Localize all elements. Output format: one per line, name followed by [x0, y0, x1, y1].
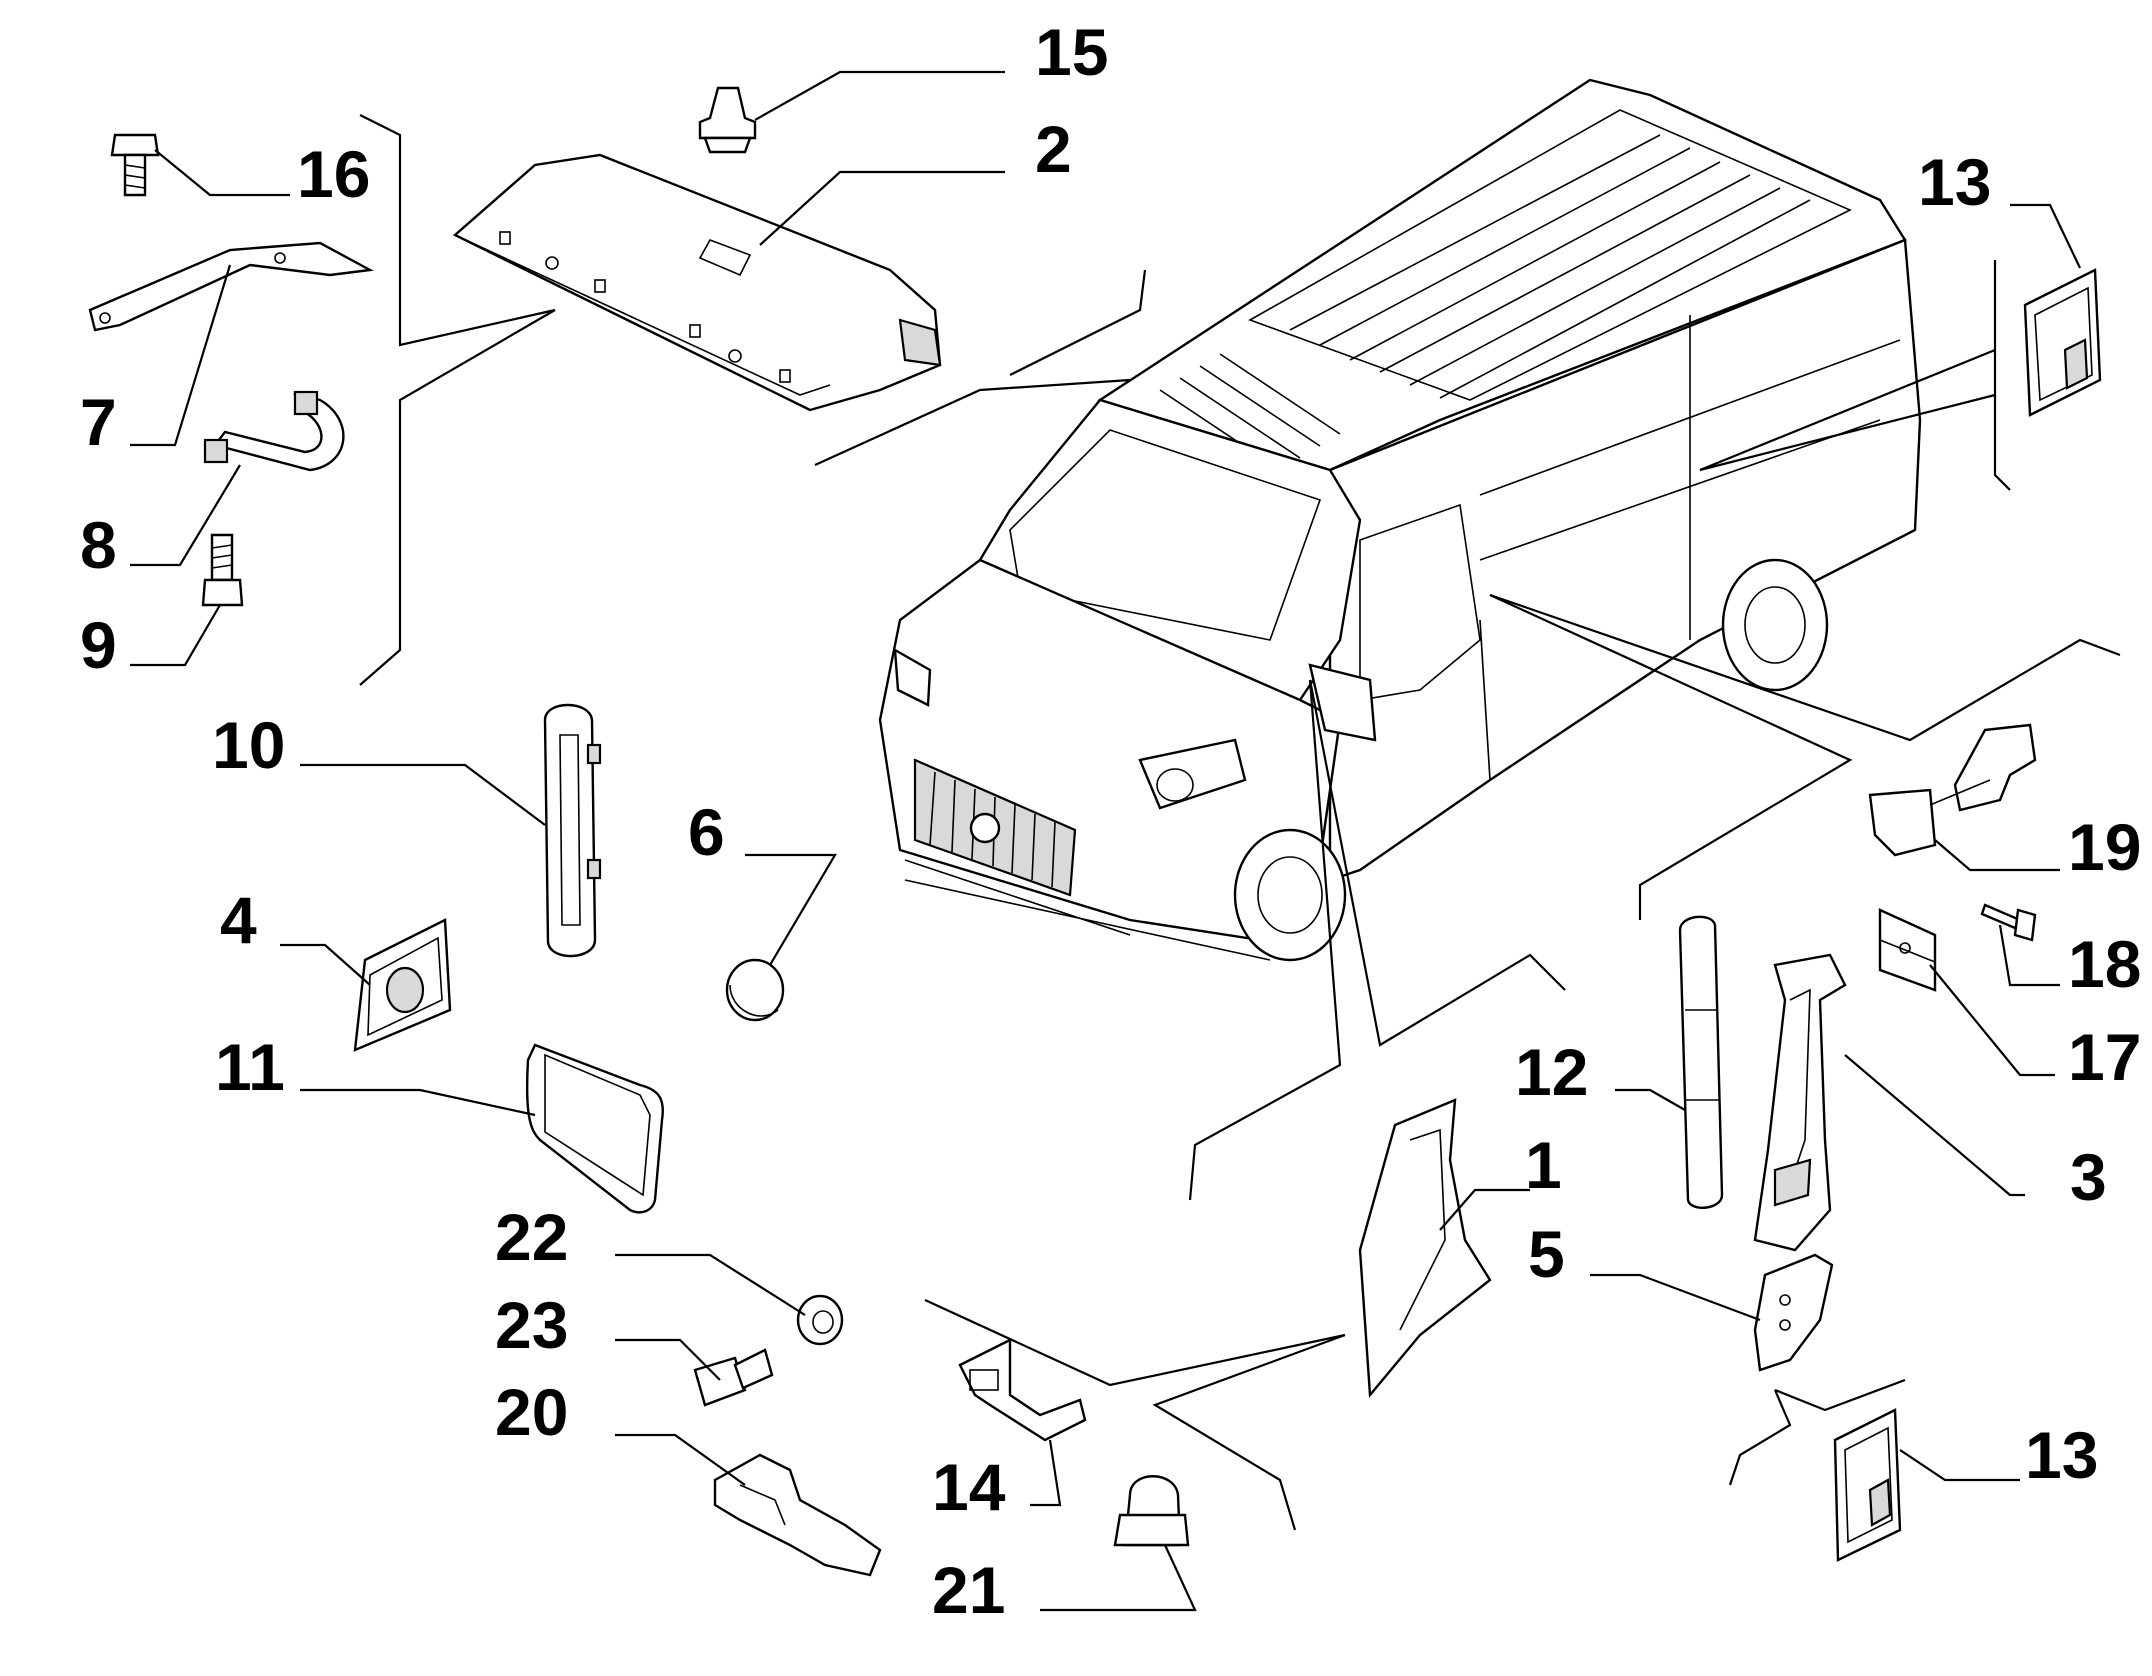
callout-4: 4: [220, 883, 257, 957]
callout-14: 14: [932, 1450, 1006, 1524]
callout-1: 1: [1525, 1128, 1562, 1202]
cover-part-13-lower: [1833, 1408, 1902, 1562]
callout-7: 7: [80, 385, 117, 459]
callout-8: 8: [80, 508, 117, 582]
bracket-part-14: [958, 1338, 1087, 1442]
panel-part-4: [353, 918, 452, 1052]
callout-19: 19: [2068, 810, 2141, 884]
grab-handle-part-8: [203, 390, 345, 472]
van-illustration: [878, 78, 1922, 962]
clip-part-21: [1113, 1475, 1190, 1547]
leader-lines: [130, 70, 2121, 1612]
pillar-trim-part-3: [1753, 953, 1847, 1252]
cap-part-6: [725, 958, 785, 1022]
bolt-part-16: [110, 133, 160, 197]
gasket-part-11: [525, 1043, 664, 1214]
callout-10: 10: [212, 708, 285, 782]
callout-15: 15: [1035, 15, 1108, 89]
callout-23: 23: [495, 1288, 568, 1362]
callout-5: 5: [1528, 1217, 1565, 1291]
callout-9: 9: [80, 608, 117, 682]
callout-21: 21: [932, 1553, 1005, 1627]
a-pillar-trim-part-1: [1358, 1098, 1492, 1399]
callout-2: 2: [1035, 112, 1072, 186]
callout-6: 6: [688, 795, 725, 869]
callout-17: 17: [2068, 1020, 2141, 1094]
clip-bracket-part-20: [713, 1453, 882, 1577]
callout-13-lower: 13: [2025, 1418, 2098, 1492]
cover-part-13-upper: [2023, 268, 2102, 417]
strip-part-12: [1678, 915, 1724, 1209]
callout-22: 22: [495, 1200, 568, 1274]
callout-13-upper: 13: [1918, 145, 1991, 219]
bolt-part-23: [693, 1348, 774, 1407]
callout-20: 20: [495, 1375, 568, 1449]
bracket-part-17: [1878, 908, 1937, 992]
clip-part-15: [698, 86, 757, 154]
screw-part-18: [1980, 903, 2037, 942]
callout-numbers: 15 2 16 13 7 8 9 10 6 4 19 18 17 11 12 1…: [80, 15, 2141, 1627]
headliner-panel-part-2: [452, 153, 942, 412]
screw-part-9: [201, 533, 244, 607]
clamp-part-19: [1868, 723, 2037, 857]
callout-18: 18: [2068, 927, 2141, 1001]
callout-16: 16: [297, 137, 370, 211]
callout-3: 3: [2070, 1140, 2107, 1214]
bracket-part-5: [1753, 1253, 1834, 1372]
trim-strip-part-10: [543, 703, 602, 958]
callout-12: 12: [1515, 1035, 1588, 1109]
callout-11: 11: [215, 1030, 285, 1104]
bracket-part-7: [88, 241, 374, 332]
nut-part-22: [796, 1294, 844, 1346]
